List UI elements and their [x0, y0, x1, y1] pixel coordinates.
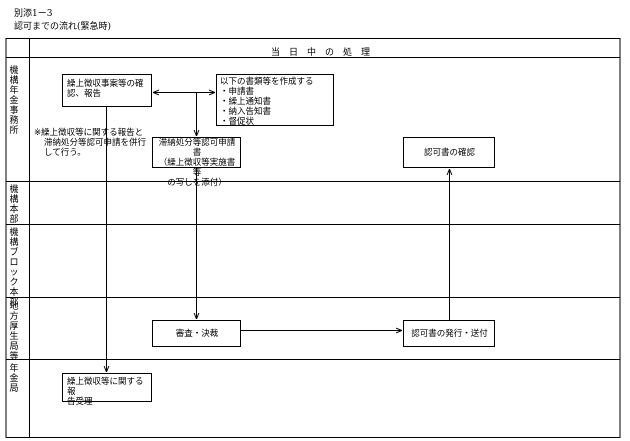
node-application-line-2: （繰上徴収等実施書等: [158, 158, 236, 178]
node-receive-report: 繰上徴収等に関する報 告受理: [67, 377, 151, 407]
node-receive-report-line-1: 繰上徴収等に関する報: [67, 377, 144, 397]
node-documents-line-3: ・繰上通知書: [220, 97, 272, 107]
box-confirm-permit: [403, 137, 495, 168]
node-receive-report-line-2: 告受理: [67, 397, 93, 407]
lane-label-kiko-block: 機構ブロック本部: [9, 228, 19, 308]
node-documents-line-5: ・督促状: [220, 117, 255, 127]
node-documents-line-4: ・納入告知書: [220, 107, 272, 117]
node-issue-permit: 認可書の発行・送付: [404, 329, 495, 339]
node-documents: 以下の書類等を作成する ・申請書 ・繰上通知書 ・納入告知書 ・督促状: [220, 77, 332, 127]
page-subtitle: 認可までの流れ(緊急時): [14, 22, 112, 32]
parallel-note-line-2: 滞納処分等認可申請を併行: [44, 138, 147, 148]
node-application-line-3: の写しを添付）: [167, 178, 227, 188]
attachment-label: 別添1ー3: [14, 9, 53, 19]
node-application: 滞納処分等認可申請書 （繰上徴収等実施書等 の写しを添付）: [155, 138, 239, 188]
lane-label-nenkin-kyoku: 年金局: [9, 364, 19, 394]
box-review: [152, 320, 241, 347]
box-application: [152, 137, 241, 168]
node-confirm-report-line-1: 繰上徴収事案等の確: [67, 79, 144, 89]
node-issue-permit-line-1: 認可書の発行・送付: [411, 329, 488, 339]
box-receive-report: [62, 373, 152, 402]
node-documents-line-1: 以下の書類等を作成する: [220, 77, 314, 87]
parallel-note-line-3: して行う。: [44, 148, 86, 158]
parallel-note: ※繰上徴収等に関する報告と 滞納処分等認可申請を併行 して行う。: [34, 128, 152, 158]
node-confirm-report-line-2: 認、報告: [67, 89, 102, 99]
box-documents: [216, 74, 334, 126]
box-issue-permit: [403, 320, 495, 347]
node-confirm-permit-line-1: 認可書の確認: [423, 148, 475, 158]
lane-label-kiko-nenkin: 機構年金事務所: [9, 66, 19, 136]
node-application-line-1: 滞納処分等認可申請書: [158, 138, 236, 158]
node-review: 審査・決裁: [153, 329, 241, 339]
node-documents-line-2: ・申請書: [220, 87, 255, 97]
lane-label-chiho-kosei: 地方厚生局等: [9, 302, 19, 362]
node-confirm-permit: 認可書の確認: [404, 148, 495, 158]
table-title: 当日中の処理: [270, 48, 379, 58]
table-frame: [5, 38, 621, 438]
box-confirm-report: [62, 74, 152, 107]
node-confirm-report: 繰上徴収事案等の確 認、報告: [67, 79, 151, 99]
lane-label-kiko-honbu: 機構本部: [9, 185, 19, 225]
parallel-note-line-1: ※繰上徴収等に関する報告と: [34, 128, 144, 138]
node-review-line-1: 審査・決裁: [175, 329, 219, 339]
